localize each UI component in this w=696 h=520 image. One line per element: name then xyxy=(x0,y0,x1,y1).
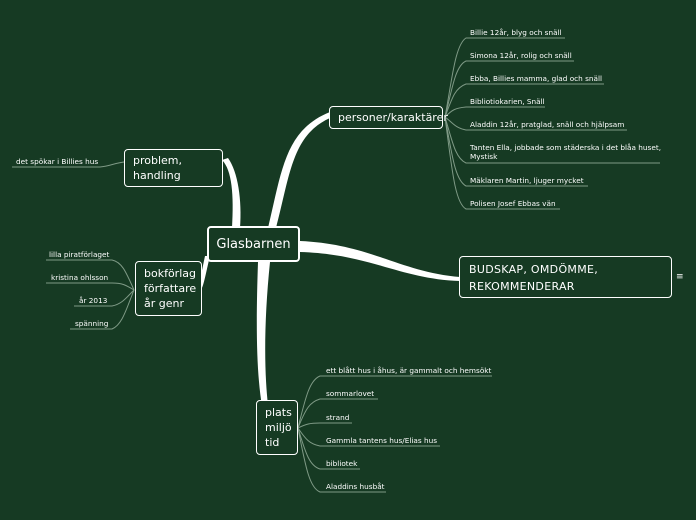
personer-leaf-link-2 xyxy=(444,60,574,118)
topic-personer[interactable]: personer/karaktärer xyxy=(329,106,448,129)
topic-plats[interactable]: plats miljö tid xyxy=(256,400,298,455)
bokforlag-leaf-link-4 xyxy=(70,289,135,330)
topic-bokforlag-line-2: författare xyxy=(144,282,197,295)
plats-leaf-6[interactable]: Aladdins husbåt xyxy=(326,482,385,491)
personer-leaf-7[interactable]: Mäklaren Martin, ljuger mycket xyxy=(470,176,584,185)
topic-budskap-line-1: BUDSKAP, OMDÖMME, xyxy=(469,263,599,276)
central-topic-label: Glasbarnen xyxy=(216,236,291,252)
plats-leaf-link-4 xyxy=(297,427,440,447)
personer-leaf-link-4 xyxy=(444,106,545,118)
plats-leaf-link-3 xyxy=(297,422,352,429)
bokforlag-leaf-link-2 xyxy=(46,282,135,291)
bokforlag-leaf-1[interactable]: lilla piratförlaget xyxy=(49,250,110,259)
branch-personer xyxy=(268,112,330,228)
plats-leaf-4[interactable]: Gammla tantens hus/Elias hus xyxy=(326,436,438,445)
plats-leaf-link-6 xyxy=(297,427,386,493)
topic-problem[interactable]: problem, handling xyxy=(124,149,223,187)
bokforlag-leaf-2[interactable]: kristina ohlsson xyxy=(51,273,109,282)
personer-leaf-4[interactable]: Bibliotiokarien, Snäll xyxy=(470,97,545,106)
plats-leaf-5[interactable]: bibliotek xyxy=(326,459,358,468)
bokforlag-leaf-4[interactable]: spänning xyxy=(75,319,109,328)
problem-leaf-link xyxy=(12,161,125,168)
topic-bokforlag-line-3: år genr xyxy=(144,297,185,310)
topic-plats-line-1: plats xyxy=(265,406,292,419)
personer-leaf-6[interactable]: Tanten Ella, jobbade som städerska i det… xyxy=(470,143,662,161)
plats-leaf-link-2 xyxy=(297,398,378,429)
branch-problem xyxy=(222,158,241,228)
personer-leaf-5[interactable]: Aladdin 12år, pratglad, snäll och hjälps… xyxy=(470,120,625,129)
bokforlag-leaf-link-3 xyxy=(74,289,135,307)
plats-leaf-1[interactable]: ett blått hus i åhus, är gammalt och hem… xyxy=(326,366,492,375)
personer-leaf-link-5 xyxy=(444,116,627,131)
personer-leaf-link-3 xyxy=(444,83,604,118)
bokforlag-leaf-link-1 xyxy=(46,259,135,291)
topic-problem-label: problem, handling xyxy=(133,154,183,182)
plats-leaf-2[interactable]: sommarlovet xyxy=(326,389,375,398)
personer-leaf-8[interactable]: Polisen Josef Ebbas vän xyxy=(470,199,556,208)
personer-leaf-2[interactable]: Simona 12år, rolig och snäll xyxy=(470,51,572,60)
personer-leaf-1[interactable]: Billie 12år, blyg och snäll xyxy=(470,28,562,37)
bokforlag-leaf-3[interactable]: år 2013 xyxy=(79,296,108,305)
plats-leaf-3[interactable]: strand xyxy=(326,413,350,422)
plats-leaf-link-1 xyxy=(297,375,492,429)
topic-personer-label: personer/karaktärer xyxy=(338,111,448,124)
personer-leaf-link-6 xyxy=(444,116,660,164)
topic-plats-line-3: tid xyxy=(265,436,280,449)
branch-budskap xyxy=(300,241,460,281)
topic-bokforlag[interactable]: bokförlag författare år genr xyxy=(135,261,202,316)
bokforlag-leaf-connectors xyxy=(46,259,135,330)
topic-budskap[interactable]: BUDSKAP, OMDÖMME, REKOMMENDERAR xyxy=(459,256,672,298)
topic-bokforlag-line-1: bokförlag xyxy=(144,267,196,280)
personer-leaf-link-7 xyxy=(444,116,588,187)
personer-leaf-link-8 xyxy=(444,116,560,210)
branch-plats xyxy=(256,262,270,406)
central-topic[interactable]: Glasbarnen xyxy=(207,226,300,262)
personer-leaf-3[interactable]: Ebba, Billies mamma, glad och snäll xyxy=(470,74,603,83)
plats-leaf-connectors xyxy=(297,375,492,493)
plats-leaf-link-5 xyxy=(297,427,360,470)
personer-leaf-link-1 xyxy=(444,37,565,118)
personer-leaf-connectors xyxy=(444,37,660,210)
problem-leaf-1[interactable]: det spökar i Billies hus xyxy=(16,157,99,166)
topic-plats-line-2: miljö xyxy=(265,421,292,434)
menu-lines-icon[interactable]: ≡ xyxy=(676,272,684,282)
topic-budskap-line-2: REKOMMENDERAR xyxy=(469,280,575,293)
